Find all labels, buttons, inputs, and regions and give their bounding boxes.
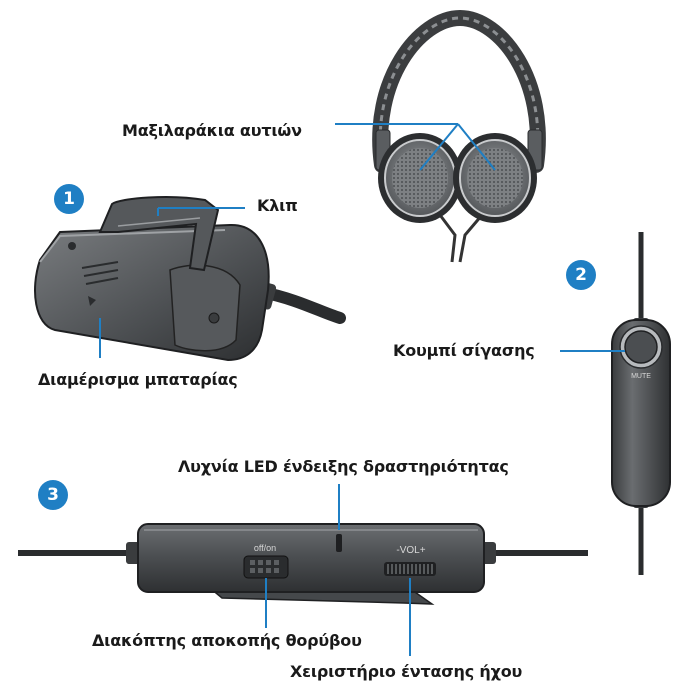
label-ear-cushions: Μαξιλαράκια αυτιών	[122, 121, 302, 140]
vol-text: -VOL+	[396, 545, 425, 556]
badge-1: 1	[54, 184, 84, 214]
mute-text: MUTE	[631, 373, 651, 380]
mute-remote: MUTE	[611, 232, 671, 575]
label-volume-control: Χειριστήριο έντασης ήχου	[290, 662, 523, 681]
off-on-text: off/on	[254, 543, 276, 553]
label-noise-cancel-switch: Διακόπτης αποκοπής θορύβου	[92, 631, 362, 650]
leader-clip	[157, 207, 245, 216]
battery-compartment	[34, 196, 346, 362]
badge-3: 3	[38, 480, 68, 510]
label-battery-compartment: Διαμέρισμα μπαταρίας	[38, 370, 238, 389]
badge-2: 2	[566, 260, 596, 290]
label-clip: Κλιπ	[257, 196, 298, 215]
label-mute-button: Κουμπί σίγασης	[393, 341, 535, 360]
headphones	[372, 9, 546, 263]
control-unit: off/on -VOL+	[18, 523, 588, 605]
leader-ear-cushions	[335, 123, 496, 171]
label-activity-led: Λυχνία LED ένδειξης δραστηριότητας	[178, 457, 509, 476]
